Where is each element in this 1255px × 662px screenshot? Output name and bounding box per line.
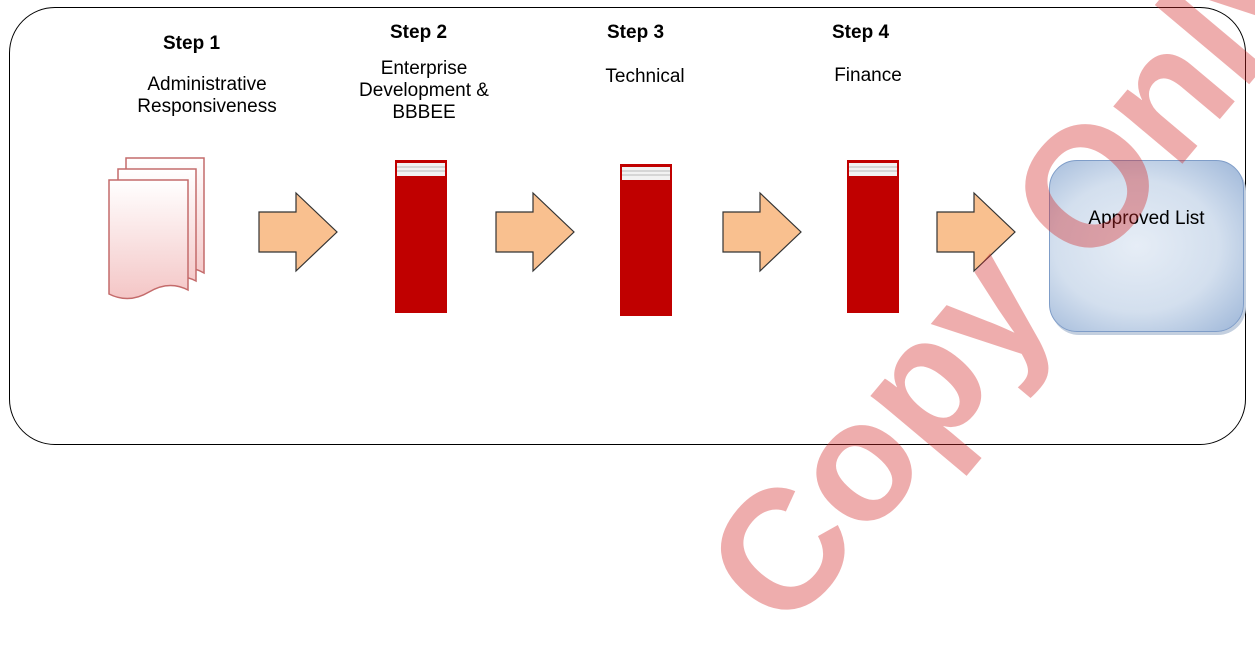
step-1-description: Administrative Responsiveness	[137, 74, 277, 117]
step-3-column	[620, 164, 672, 316]
step-3-description: Technical	[605, 66, 685, 87]
arrow-3-icon	[722, 191, 802, 273]
step-1-title: Step 1	[163, 33, 221, 54]
step-4-description: Finance	[834, 65, 902, 86]
arrow-2-icon	[495, 191, 575, 273]
step-2-title: Step 2	[390, 22, 448, 43]
step-2-column	[395, 160, 447, 313]
process-frame	[9, 7, 1246, 445]
step-4-column	[847, 160, 899, 313]
arrow-4-icon	[936, 191, 1016, 273]
approved-list-label: Approved List	[1088, 208, 1205, 229]
document-stack-icon	[108, 157, 205, 300]
step-4-title: Step 4	[832, 22, 890, 43]
arrow-1-icon	[258, 191, 338, 273]
step-3-title: Step 3	[607, 22, 665, 43]
step-2-description: Enterprise Development & BBBEE	[359, 58, 489, 123]
flow-graphics	[108, 157, 1016, 316]
approved-list-box	[1049, 160, 1244, 332]
